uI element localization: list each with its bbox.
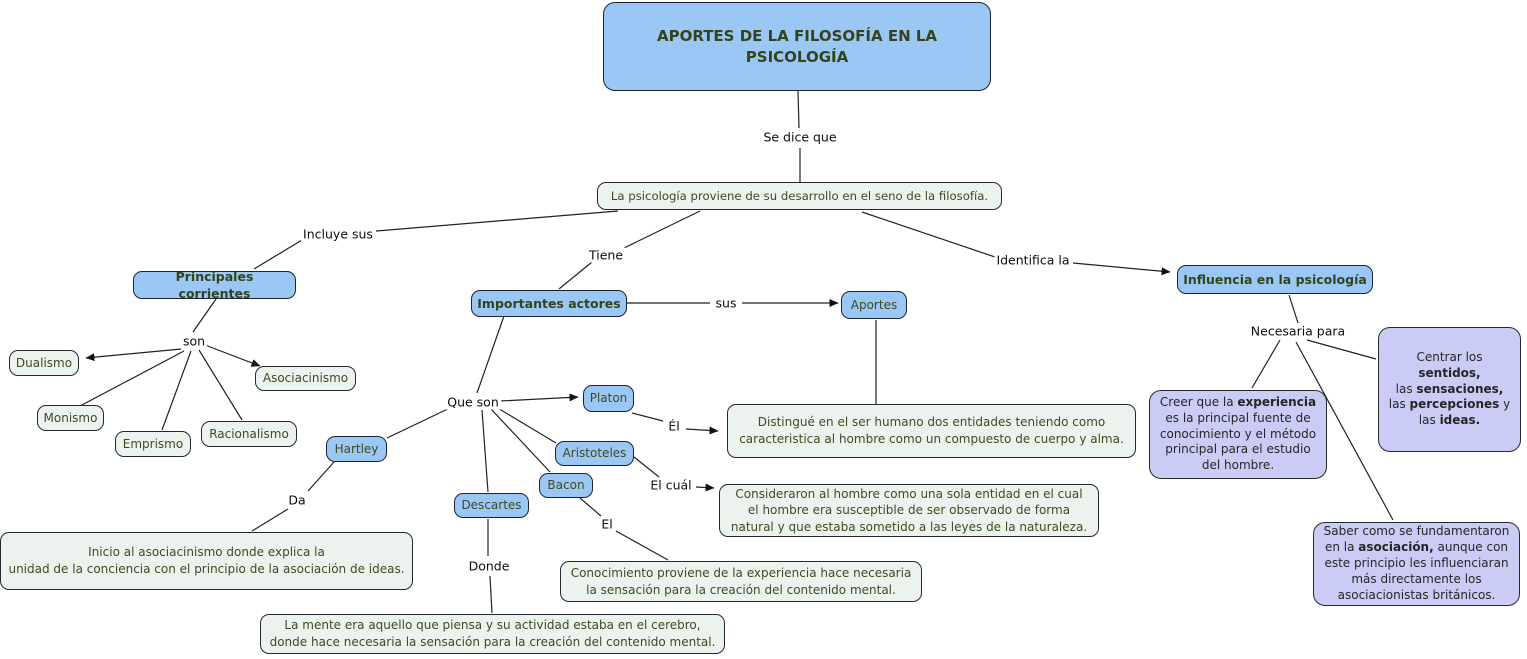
node-detail-aristoteles[interactable]: Consideraron al hombre como una sola ent… bbox=[719, 484, 1099, 537]
edge-son-racionalismo bbox=[198, 349, 243, 421]
link-label-el-cual[interactable]: El cuál bbox=[648, 477, 694, 493]
edge-da-inicio bbox=[251, 508, 289, 532]
node-creer-experiencia[interactable]: Creer que la experiencia es la principal… bbox=[1149, 390, 1327, 479]
edge-actores-queson bbox=[476, 315, 505, 394]
edge-necesaria-creer bbox=[1251, 339, 1281, 389]
node-title[interactable]: APORTES DE LA FILOSOFÍA EN LA PSICOLOGÍA bbox=[603, 2, 991, 91]
node-emprismo[interactable]: Emprismo bbox=[115, 431, 191, 457]
node-detail-platon[interactable]: Distingué en el ser humano dos entidades… bbox=[727, 404, 1136, 458]
node-monismo[interactable]: Monismo bbox=[37, 405, 104, 431]
edge-queson-platon bbox=[499, 393, 579, 402]
node-racionalismo[interactable]: Racionalismo bbox=[201, 421, 297, 447]
node-hartley[interactable]: Hartley bbox=[326, 436, 387, 462]
node-bacon[interactable]: Bacon bbox=[539, 473, 593, 498]
edge-queson-aristoteles bbox=[495, 406, 557, 444]
centrar-text: Centrar los sentidos, las sensaciones, l… bbox=[1388, 349, 1511, 428]
edge-son-monismo bbox=[79, 350, 185, 407]
link-label-son[interactable]: son bbox=[180, 333, 208, 349]
link-label-identifica-la[interactable]: Identifica la bbox=[994, 252, 1072, 268]
node-proposition[interactable]: La psicología proviene de su desarrollo … bbox=[597, 182, 1002, 210]
edge-son-dualismo bbox=[85, 348, 182, 362]
node-platon[interactable]: Platon bbox=[583, 385, 634, 412]
link-label-tiene[interactable]: Tiene bbox=[586, 247, 626, 263]
edge-incluye-principales bbox=[253, 239, 303, 270]
creer-text: Creer que la experiencia es la principal… bbox=[1159, 394, 1317, 473]
edge-queson-bacon bbox=[490, 408, 551, 473]
edge-son-emprismo bbox=[161, 350, 192, 431]
node-dualismo[interactable]: Dualismo bbox=[9, 350, 79, 376]
edge-son-asociacinismo bbox=[204, 344, 261, 367]
edge-platon-el bbox=[631, 412, 664, 422]
node-centrar-sentidos[interactable]: Centrar los sentidos, las sensaciones, l… bbox=[1378, 327, 1521, 452]
edge-proposition-incluye bbox=[375, 210, 619, 232]
edge-necesaria-centrar bbox=[1306, 339, 1377, 360]
edge-proposition-identifica bbox=[861, 211, 996, 258]
edge-identifica-influencia bbox=[1072, 262, 1171, 276]
edge-el-distingue bbox=[685, 426, 719, 435]
node-aristoteles[interactable]: Aristoteles bbox=[555, 441, 634, 466]
link-label-el-platon[interactable]: Él bbox=[666, 418, 682, 434]
edge-necesaria-saber bbox=[1295, 341, 1394, 521]
link-label-necesaria-para[interactable]: Necesaria para bbox=[1248, 323, 1348, 339]
link-label-que-son[interactable]: Que son bbox=[445, 394, 501, 410]
node-detail-hartley[interactable]: Inicio al asociacinismo donde explica la… bbox=[0, 532, 413, 590]
link-label-sus[interactable]: sus bbox=[713, 295, 739, 311]
edge-title-sedice bbox=[797, 90, 800, 129]
edge-queson-hartley bbox=[386, 406, 453, 439]
node-asociacinismo[interactable]: Asociacinismo bbox=[255, 366, 356, 391]
link-label-donde[interactable]: Donde bbox=[466, 558, 512, 574]
edge-proposition-tiene bbox=[623, 210, 701, 249]
edge-queson-descartes bbox=[481, 409, 489, 493]
edge-hartley-da bbox=[307, 461, 335, 492]
node-saber-asociacion[interactable]: Saber como se fundamentaron en la asocia… bbox=[1313, 522, 1520, 606]
node-descartes[interactable]: Descartes bbox=[454, 493, 529, 518]
edge-bacon-el bbox=[579, 497, 602, 517]
edge-tiene-actores bbox=[558, 261, 593, 290]
link-label-incluye-sus[interactable]: Incluye sus bbox=[301, 226, 375, 242]
node-aportes[interactable]: Aportes bbox=[841, 291, 907, 319]
edge-donde-lamente bbox=[489, 575, 493, 614]
node-importantes-actores[interactable]: Importantes actores bbox=[471, 290, 627, 317]
node-detail-bacon[interactable]: Conocimiento proviene de la experiencia … bbox=[560, 561, 922, 602]
edge-influencia-necesaria bbox=[1288, 294, 1299, 324]
node-influencia-psicologia[interactable]: Influencia en la psicología bbox=[1177, 265, 1373, 294]
link-label-da[interactable]: Da bbox=[286, 492, 308, 508]
edge-elcual-consideraron bbox=[695, 483, 715, 492]
edge-aristoteles-elcual bbox=[633, 456, 660, 478]
link-label-el-bacon[interactable]: El bbox=[599, 516, 615, 532]
node-detail-descartes[interactable]: La mente era aquello que piensa y su act… bbox=[260, 614, 725, 654]
edge-el-conocimiento bbox=[615, 530, 669, 561]
saber-text: Saber como se fundamentaron en la asocia… bbox=[1323, 524, 1510, 602]
link-label-se-dice-que[interactable]: Se dice que bbox=[761, 129, 839, 145]
edge-principales-son bbox=[192, 298, 217, 333]
node-principales-corrientes[interactable]: Principales corrientes bbox=[133, 269, 296, 301]
